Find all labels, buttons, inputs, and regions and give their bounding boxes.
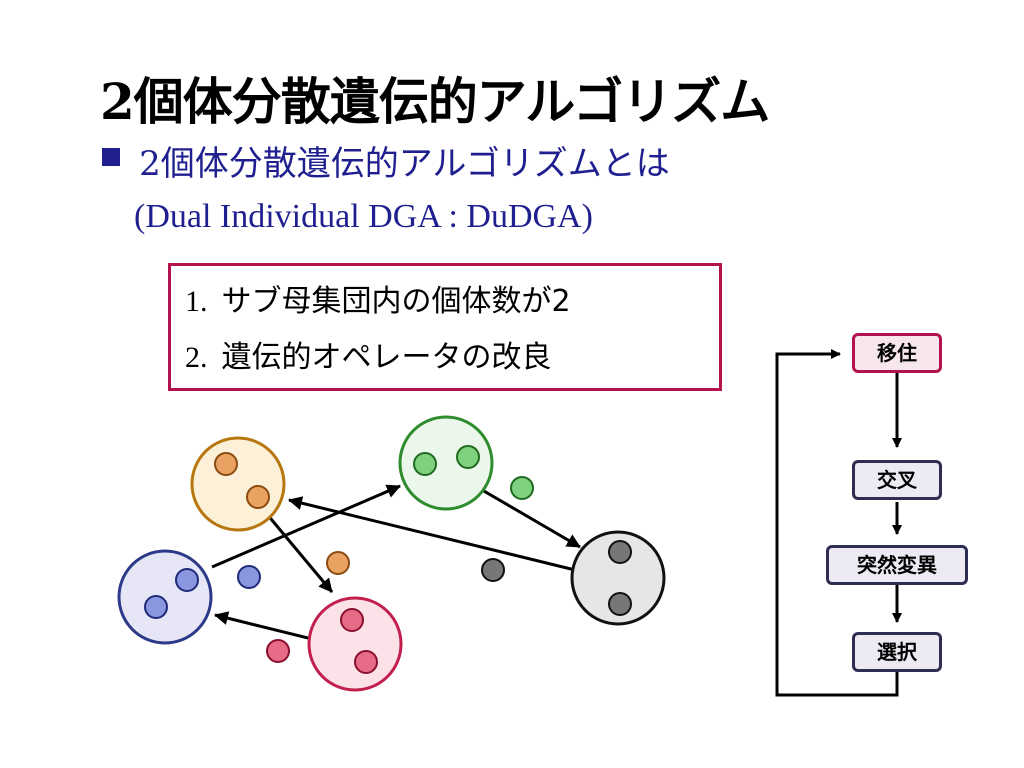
migration-arrow: [288, 496, 576, 572]
flow-step-selection: 選択: [852, 632, 942, 672]
island-green: [398, 415, 494, 511]
island-pink: [307, 596, 403, 692]
feature-item: 2. 遺伝的オペレータの改良: [185, 332, 552, 376]
bullet-row: 2個体分散遺伝的アルゴリズムとは: [102, 136, 670, 185]
feature-text: サブ母集団内の個体数が2: [221, 284, 571, 319]
feature-box: 1. サブ母集団内の個体数が2 2. 遺伝的オペレータの改良: [168, 263, 722, 391]
feature-number: 1.: [185, 285, 208, 318]
migration-arrow: [214, 611, 309, 640]
flow-step-crossover: 交叉: [852, 460, 942, 500]
migrating-individual: [510, 476, 534, 500]
subtitle: (Dual Individual DGA : DuDGA): [134, 198, 593, 235]
migrating-individual: [326, 551, 350, 575]
square-bullet-icon: [102, 147, 120, 166]
island-gray: [570, 530, 666, 626]
island-orange: [190, 436, 286, 532]
feature-item: 1. サブ母集団内の個体数が2: [185, 276, 571, 320]
migrating-individual: [266, 639, 290, 663]
migration-arrow: [476, 485, 581, 549]
slide-title: 2個体分散遺伝的アルゴリズム: [100, 72, 770, 131]
island-blue: [117, 549, 213, 645]
loop-arrow: [775, 349, 899, 697]
migration-arrow: [211, 484, 401, 569]
feature-text: 遺伝的オペレータの改良: [221, 340, 552, 375]
flow-step-mutation: 突然変異: [826, 545, 968, 585]
migrating-individual: [237, 565, 261, 589]
migrating-individual: [481, 558, 505, 582]
flow-step-migration: 移住: [852, 333, 942, 373]
bullet-text: 2個体分散遺伝的アルゴリズムとは: [139, 144, 670, 184]
feature-number: 2.: [185, 341, 208, 374]
migration-arrow: [264, 512, 334, 593]
